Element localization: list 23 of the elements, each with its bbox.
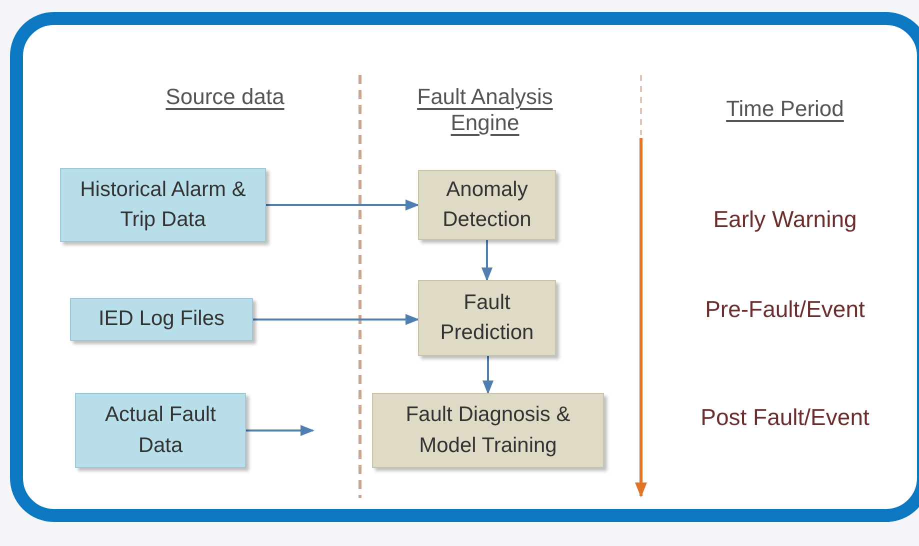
process-box: [418, 170, 556, 240]
process-box: [418, 280, 556, 356]
time-period-label: Post Fault/Event: [700, 404, 870, 431]
time-period-label: Pre-Fault/Event: [704, 296, 866, 323]
box-label: Fault Diagnosis & Model Training: [404, 402, 572, 458]
box-label: Fault Prediction: [439, 290, 535, 346]
box-label: IED Log Files: [98, 306, 225, 332]
arrow: [266, 199, 420, 211]
column-heading: Source data: [164, 84, 286, 110]
arrow: [482, 356, 494, 394]
box-label: Actual Fault Data: [104, 402, 217, 458]
source-data-box: [60, 168, 266, 242]
source-data-box: [70, 298, 253, 341]
process-box: [372, 393, 604, 468]
box-label: Anomaly Detection: [442, 176, 532, 233]
box-label: Historical Alarm & Trip Data: [79, 176, 247, 233]
source-data-box: [75, 393, 246, 468]
arrow: [253, 314, 420, 326]
time-period-label: Early Warning: [712, 206, 858, 233]
arrow: [481, 240, 493, 282]
arrow: [246, 424, 314, 436]
column-heading: Fault Analysis Engine: [416, 84, 554, 136]
column-heading: Time Period: [725, 96, 845, 122]
